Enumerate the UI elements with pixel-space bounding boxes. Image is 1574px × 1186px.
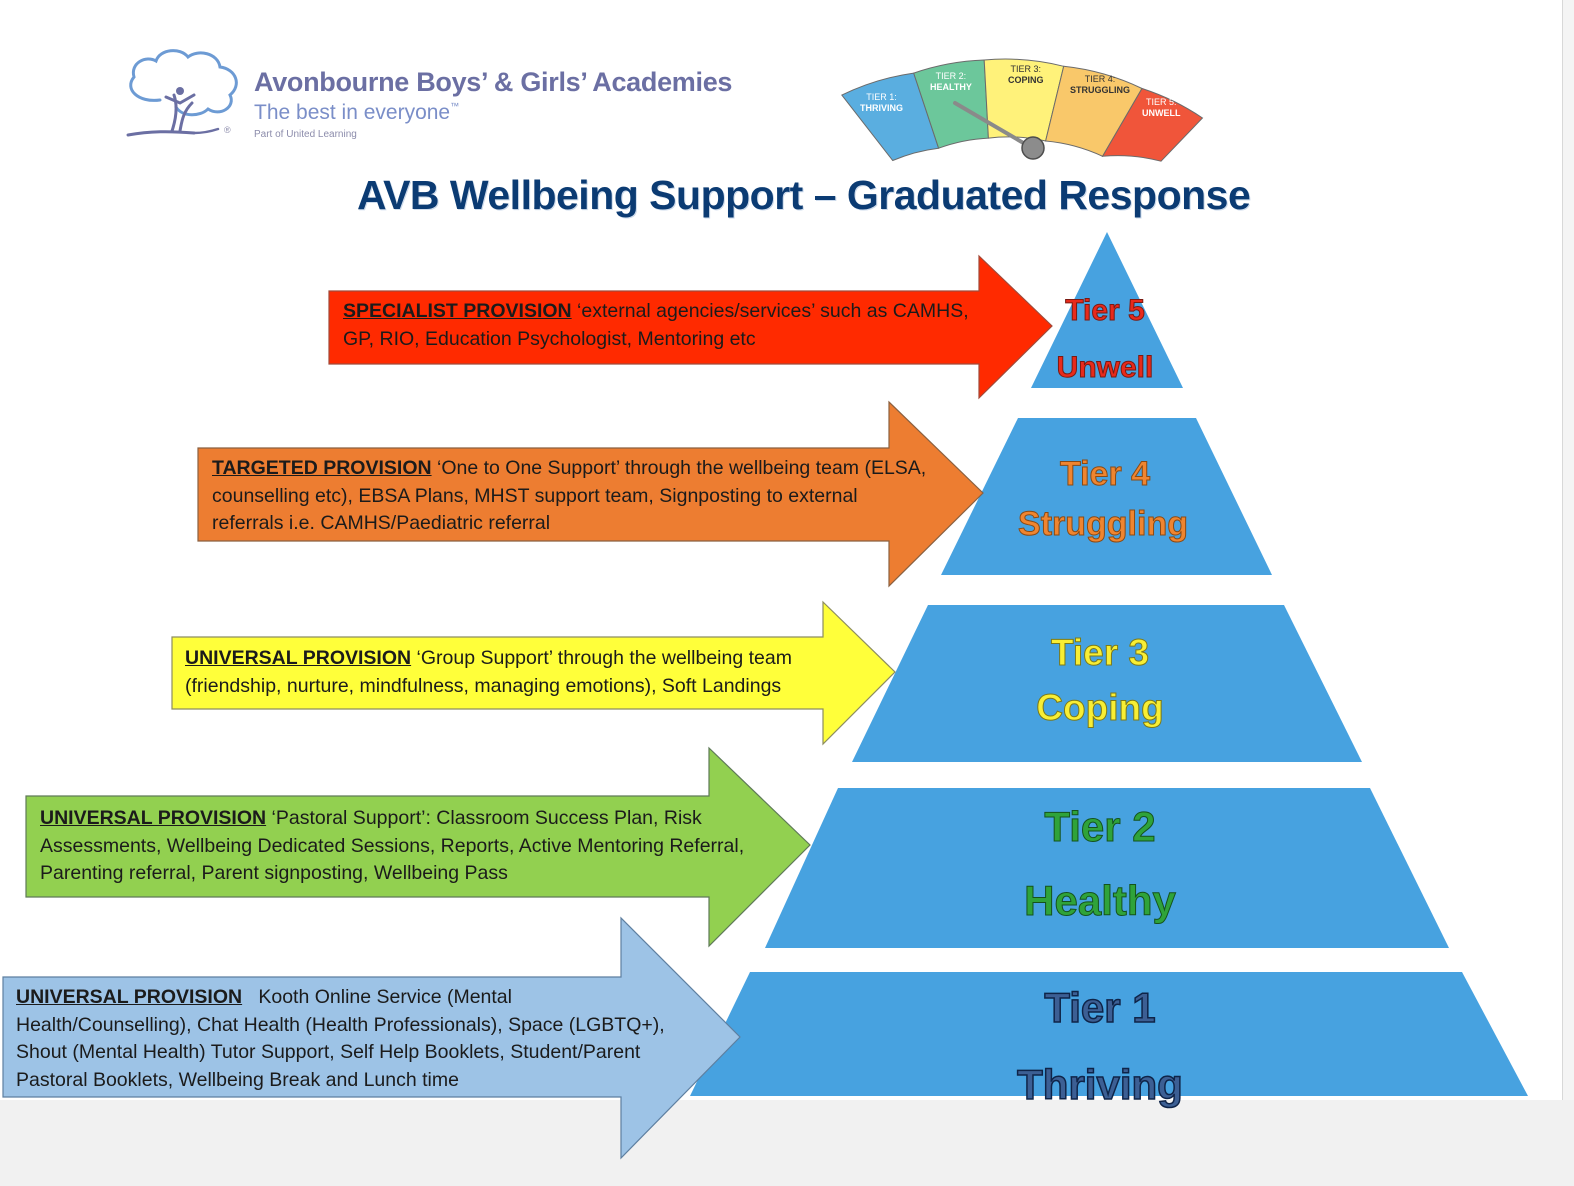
provision-text: ‘Group Support’ through the wellbeing te… — [185, 647, 792, 697]
gauge-label-line2: COPING — [1008, 75, 1044, 85]
trademark-mark: ™ — [450, 101, 460, 111]
tier-4-label: Struggling — [1018, 505, 1189, 544]
provision-text: Kooth Online Service (Mental Health/Coun… — [16, 986, 671, 1091]
provision-tier-5: SPECIALIST PROVISION ‘external agencies/… — [343, 298, 1003, 353]
pyramid-tier-5 — [1031, 232, 1183, 388]
academy-tagline: The best in everyone™ — [254, 101, 459, 125]
provision-text: ‘external agencies/services’ such as CAM… — [343, 300, 969, 350]
tier-1-label: Thriving — [1016, 1060, 1183, 1109]
gauge-label-tier-1: TIER 1: THRIVING — [860, 92, 903, 114]
wellbeing-gauge — [841, 58, 1204, 162]
tree-logo-icon — [126, 49, 238, 137]
pyramid-tier-1 — [690, 972, 1528, 1096]
arrow-tier-4 — [197, 400, 984, 588]
gauge-label-line2: UNWELL — [1142, 108, 1181, 118]
provision-text: ‘Pastoral Support’: Classroom Success Pl… — [40, 807, 745, 884]
tier-2-number: Tier 2 — [1044, 803, 1156, 851]
gauge-label-line1: TIER 2: — [935, 71, 967, 81]
provision-tier-1: UNIVERSAL PROVISION Kooth Online Service… — [16, 984, 676, 1094]
tier-3-number: Tier 3 — [1050, 632, 1150, 674]
gauge-label-line2: STRUGGLING — [1070, 85, 1130, 95]
tier-3-label: Coping — [1036, 687, 1164, 729]
gauge-label-tier-5: TIER 5: UNWELL — [1142, 97, 1181, 119]
provision-tier-3: UNIVERSAL PROVISION ‘Group Support’ thro… — [185, 645, 865, 700]
gauge-segment-5 — [1101, 87, 1204, 162]
provision-heading: UNIVERSAL PROVISION — [16, 986, 243, 1008]
gauge-label-line2: THRIVING — [860, 103, 904, 113]
tier-1-number: Tier 1 — [1044, 983, 1157, 1032]
provision-tier-2: UNIVERSAL PROVISION ‘Pastoral Support’: … — [40, 805, 760, 888]
academy-affiliation: Part of United Learning — [254, 129, 357, 140]
pyramid-tier-2 — [765, 788, 1449, 948]
gauge-hub — [1021, 136, 1045, 160]
tier-4-number: Tier 4 — [1059, 455, 1151, 494]
pyramid-tier-4 — [941, 418, 1272, 575]
provision-heading: SPECIALIST PROVISION — [343, 300, 572, 322]
pyramid-tier-3 — [852, 605, 1362, 762]
provision-heading: UNIVERSAL PROVISION — [185, 647, 412, 669]
gauge-needle — [953, 101, 1034, 150]
arrow-tier-5 — [328, 254, 1053, 400]
arrow-tier-3 — [171, 600, 896, 746]
gauge-label-line1: TIER 1: — [866, 92, 897, 102]
page-title: AVB Wellbeing Support – Graduated Respon… — [357, 172, 1251, 218]
tier-5-number: Tier 5 — [1065, 294, 1146, 328]
gauge-label-tier-3: TIER 3: COPING — [1008, 64, 1044, 86]
tier-5-label: Unwell — [1056, 351, 1154, 385]
arrow-tier-1 — [2, 916, 741, 1160]
gauge-label-line1: TIER 5: — [1145, 97, 1177, 107]
gauge-label-tier-4: TIER 4: STRUGGLING — [1070, 74, 1130, 96]
gauge-label-line1: TIER 3: — [1010, 64, 1042, 74]
tier-2-label: Healthy — [1024, 877, 1177, 925]
academy-logo: ® Avonbourne Boys’ & Girls’ Academies Th… — [120, 45, 732, 155]
provision-heading: UNIVERSAL PROVISION — [40, 807, 267, 829]
gauge-label-tier-2: TIER 2: HEALTHY — [930, 71, 972, 93]
vertical-scrollbar[interactable] — [1562, 0, 1574, 1100]
academy-name: Avonbourne Boys’ & Girls’ Academies — [254, 67, 733, 97]
arrow-tier-2 — [25, 746, 811, 948]
gauge-label-line2: HEALTHY — [930, 82, 972, 92]
provision-text: ‘One to One Support’ through the wellbei… — [212, 457, 927, 534]
tagline-text: The best in everyone — [254, 101, 451, 124]
provision-tier-4: TARGETED PROVISION ‘One to One Support’ … — [212, 455, 932, 538]
provision-heading: TARGETED PROVISION — [212, 457, 432, 479]
gauge-label-line1: TIER 4: — [1084, 74, 1116, 84]
registered-mark: ® — [224, 125, 231, 135]
